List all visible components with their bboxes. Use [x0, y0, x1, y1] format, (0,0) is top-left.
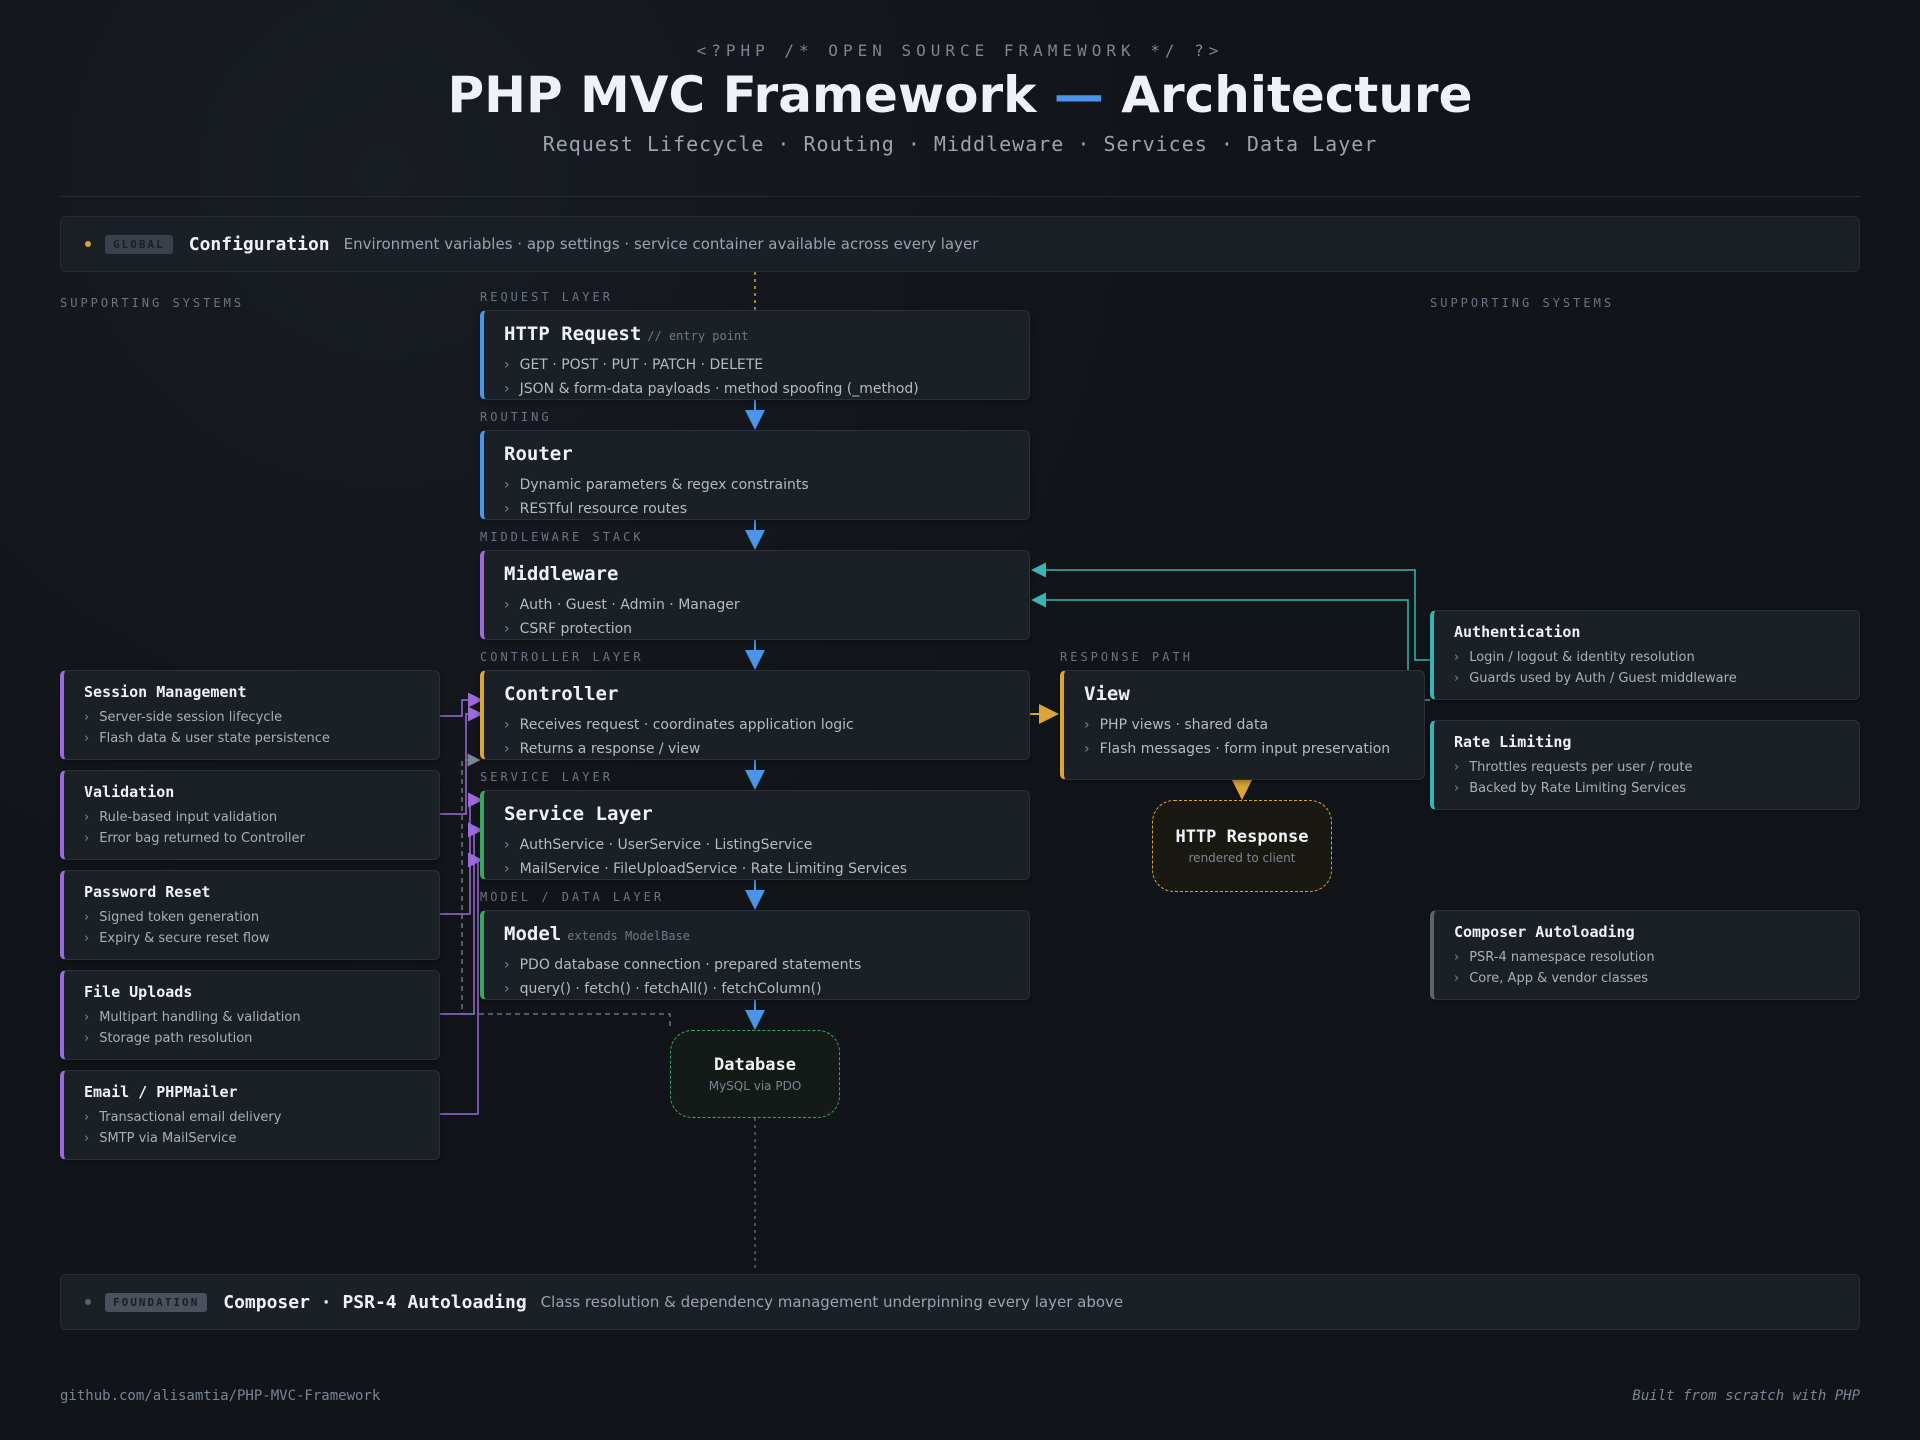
list-item: Signed token generation	[84, 907, 419, 928]
password-reset-card: Password Reset Signed token generation E…	[60, 870, 440, 960]
card-title: Email / PHPMailer	[84, 1083, 238, 1101]
card-title: Model	[504, 923, 562, 945]
session-management-card: Session Management Server-side session l…	[60, 670, 440, 760]
title-part-a: PHP MVC Framework	[447, 66, 1037, 124]
title-dash: —	[1053, 66, 1104, 124]
rate-limiting-card: Rate Limiting Throttles requests per use…	[1430, 720, 1860, 810]
file-uploads-card: File Uploads Multipart handling & valida…	[60, 970, 440, 1060]
list-item: CSRF protection	[504, 617, 1009, 641]
model-card: Model extends ModelBase PDO database conn…	[480, 910, 1030, 1000]
list-item: AuthService · UserService · ListingServi…	[504, 833, 1009, 857]
repo-link[interactable]: github.com/alisamtia/PHP-MVC-Framework	[60, 1388, 381, 1404]
list-item: Core, App & vendor classes	[1454, 968, 1839, 989]
pill-title: HTTP Response	[1175, 827, 1309, 847]
label-routing: ROUTING	[480, 410, 552, 424]
list-item: Flash messages · form input preservation	[1084, 737, 1404, 761]
list-item: SMTP via MailService	[84, 1128, 419, 1149]
card-title: Service Layer	[504, 803, 653, 825]
list-item: Auth · Guest · Admin · Manager	[504, 593, 1009, 617]
router-card: Router Dynamic parameters & regex constr…	[480, 430, 1030, 520]
list-item: JSON & form-data payloads · method spoof…	[504, 377, 1009, 401]
card-title: Rate Limiting	[1454, 733, 1572, 751]
validation-card: Validation Rule-based input validation E…	[60, 770, 440, 860]
label-controller-layer: CONTROLLER LAYER	[480, 650, 644, 664]
list-item: Multipart handling & validation	[84, 1007, 419, 1028]
configuration-band: GLOBAL Configuration Environment variabl…	[60, 216, 1860, 272]
label-supporting-right: SUPPORTING SYSTEMS	[1430, 296, 1615, 310]
band-title: Composer · PSR-4 Autoloading	[223, 1291, 527, 1313]
list-item: Backed by Rate Limiting Services	[1454, 778, 1839, 799]
band-bullet	[85, 1299, 91, 1305]
label-service-layer: SERVICE LAYER	[480, 770, 613, 784]
band-tag: FOUNDATION	[105, 1292, 208, 1312]
list-item: Receives request · coordinates applicati…	[504, 713, 1009, 737]
card-title: Composer Autoloading	[1454, 923, 1635, 941]
list-item: MailService · FileUploadService · Rate L…	[504, 857, 1009, 881]
band-title: Configuration	[188, 233, 330, 255]
card-title: HTTP Request	[504, 323, 642, 345]
list-item: Login / logout & identity resolution	[1454, 647, 1839, 668]
band-tag: GLOBAL	[105, 234, 173, 254]
card-title: File Uploads	[84, 983, 193, 1001]
page-title: PHP MVC Framework — Architecture	[0, 66, 1920, 124]
list-item: Dynamic parameters & regex constraints	[504, 473, 1009, 497]
list-item: Expiry & secure reset flow	[84, 928, 419, 949]
band-description: Environment variables · app settings · s…	[343, 235, 979, 253]
label-model-layer: MODEL / DATA LAYER	[480, 890, 665, 904]
email-phpmailer-card: Email / PHPMailer Transactional email de…	[60, 1070, 440, 1160]
header-kicker: <?PHP /* OPEN SOURCE FRAMEWORK */ ?>	[696, 41, 1224, 60]
card-title: View	[1084, 683, 1130, 705]
http-response-node: HTTP Response rendered to client	[1152, 800, 1332, 892]
middleware-card: Middleware Auth · Guest · Admin · Manage…	[480, 550, 1030, 640]
card-subtitle: extends ModelBase	[567, 929, 691, 943]
label-response-path: RESPONSE PATH	[1060, 650, 1193, 664]
list-item: Transactional email delivery	[84, 1107, 419, 1128]
page-subtitle: Request Lifecycle · Routing · Middleware…	[542, 132, 1378, 156]
title-part-b: Architecture	[1121, 66, 1473, 124]
list-item: Server-side session lifecycle	[84, 707, 419, 728]
list-item: Storage path resolution	[84, 1028, 419, 1049]
foundation-band: FOUNDATION Composer · PSR-4 Autoloading …	[60, 1274, 1860, 1330]
list-item: Returns a response / view	[504, 737, 1009, 761]
footer-tagline: Built from scratch with PHP	[1632, 1388, 1860, 1404]
card-title: Controller	[504, 683, 619, 705]
list-item: Flash data & user state persistence	[84, 728, 419, 749]
card-title: Session Management	[84, 683, 247, 701]
card-title: Authentication	[1454, 623, 1581, 641]
list-item: PSR-4 namespace resolution	[1454, 947, 1839, 968]
http-request-card: HTTP Request // entry point GET · POST · …	[480, 310, 1030, 400]
pill-title: Database	[714, 1055, 796, 1075]
header-divider	[60, 196, 1860, 197]
list-item: GET · POST · PUT · PATCH · DELETE	[504, 353, 1009, 377]
list-item: Guards used by Auth / Guest middleware	[1454, 668, 1839, 689]
list-item: PDO database connection · prepared state…	[504, 953, 1009, 977]
card-subtitle: // entry point	[647, 329, 749, 343]
service-layer-card: Service Layer AuthService · UserService …	[480, 790, 1030, 880]
card-title: Middleware	[504, 563, 619, 585]
pill-subtitle: MySQL via PDO	[708, 1079, 802, 1093]
list-item: Error bag returned to Controller	[84, 828, 419, 849]
card-title: Password Reset	[84, 883, 211, 901]
list-item: Throttles requests per user / route	[1454, 757, 1839, 778]
pill-subtitle: rendered to client	[1188, 851, 1296, 865]
list-item: Rule-based input validation	[84, 807, 419, 828]
database-node: Database MySQL via PDO	[670, 1030, 840, 1118]
card-title: Router	[504, 443, 573, 465]
list-item: query() · fetch() · fetchAll() · fetchCo…	[504, 977, 1009, 1001]
label-middleware-stack: MIDDLEWARE STACK	[480, 530, 644, 544]
view-card: View PHP views · shared data Flash messa…	[1060, 670, 1425, 780]
band-bullet	[85, 241, 91, 247]
list-item: RESTful resource routes	[504, 497, 1009, 521]
band-description: Class resolution & dependency management…	[540, 1293, 1124, 1311]
controller-card: Controller Receives request · coordinate…	[480, 670, 1030, 760]
composer-autoloading-card: Composer Autoloading PSR-4 namespace res…	[1430, 910, 1860, 1000]
label-supporting-left: SUPPORTING SYSTEMS	[60, 296, 245, 310]
label-request-layer: REQUEST LAYER	[480, 290, 613, 304]
authentication-card: Authentication Login / logout & identity…	[1430, 610, 1860, 700]
list-item: PHP views · shared data	[1084, 713, 1404, 737]
card-title: Validation	[84, 783, 175, 801]
